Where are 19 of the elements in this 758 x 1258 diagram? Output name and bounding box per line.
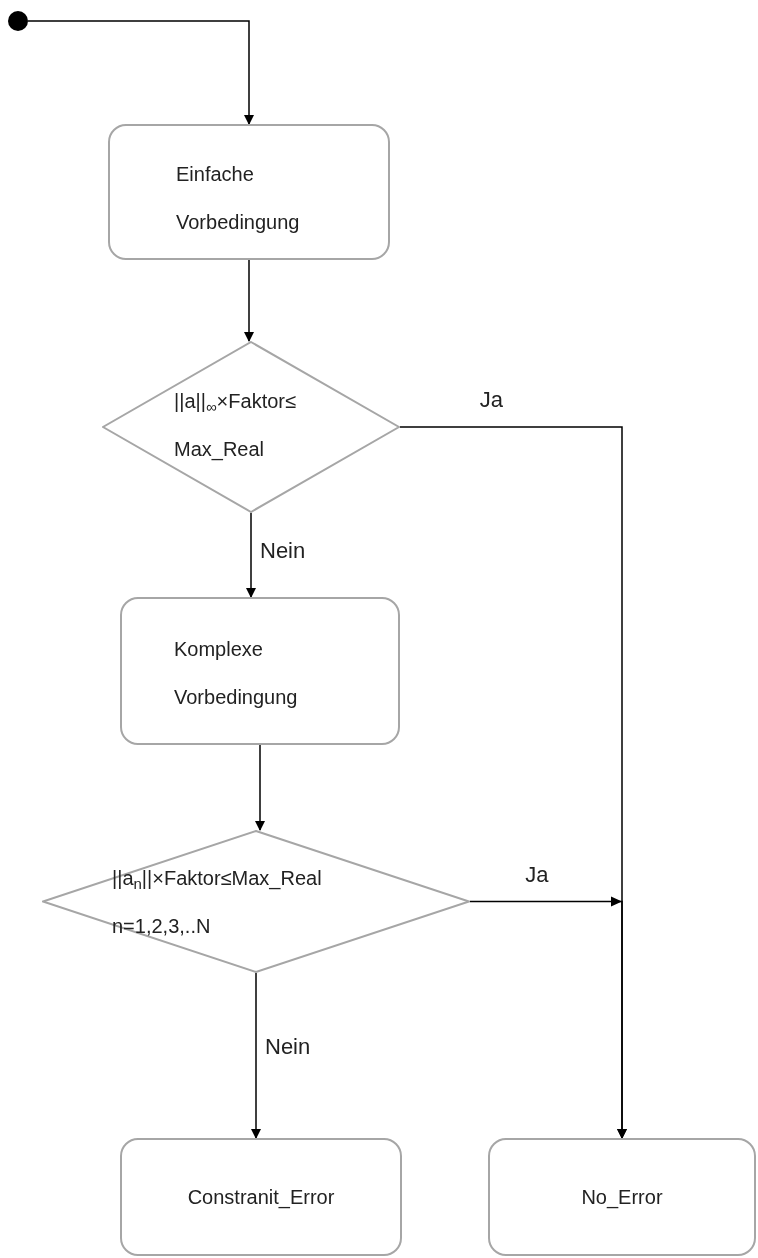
node-text: Einfache Vorbedingung (176, 162, 301, 235)
decision-diamond (102, 341, 400, 513)
process-box (108, 124, 390, 260)
node-text: No_Error (581, 1185, 663, 1211)
node-text: ||a||$_{∞}$×Faktor≤ Max_Real (174, 389, 297, 463)
decision-diamond (42, 830, 470, 973)
arrow (251, 972, 261, 1139)
node-text: ||a$_{n}$||×Faktor≤Max_Real (112, 866, 323, 894)
node-text: Komplexe Vorbedingung (174, 637, 299, 710)
process-box (488, 1138, 756, 1256)
node-text: n=1,2,3,..N (112, 914, 212, 939)
arrow (469, 896, 627, 1139)
process-box (120, 1138, 402, 1256)
arrow (27, 20, 254, 125)
node-text: Constranit_Error (187, 1185, 335, 1211)
process-box (120, 597, 400, 745)
arrow (255, 744, 265, 831)
arrow (246, 512, 256, 598)
arrow (244, 259, 254, 342)
